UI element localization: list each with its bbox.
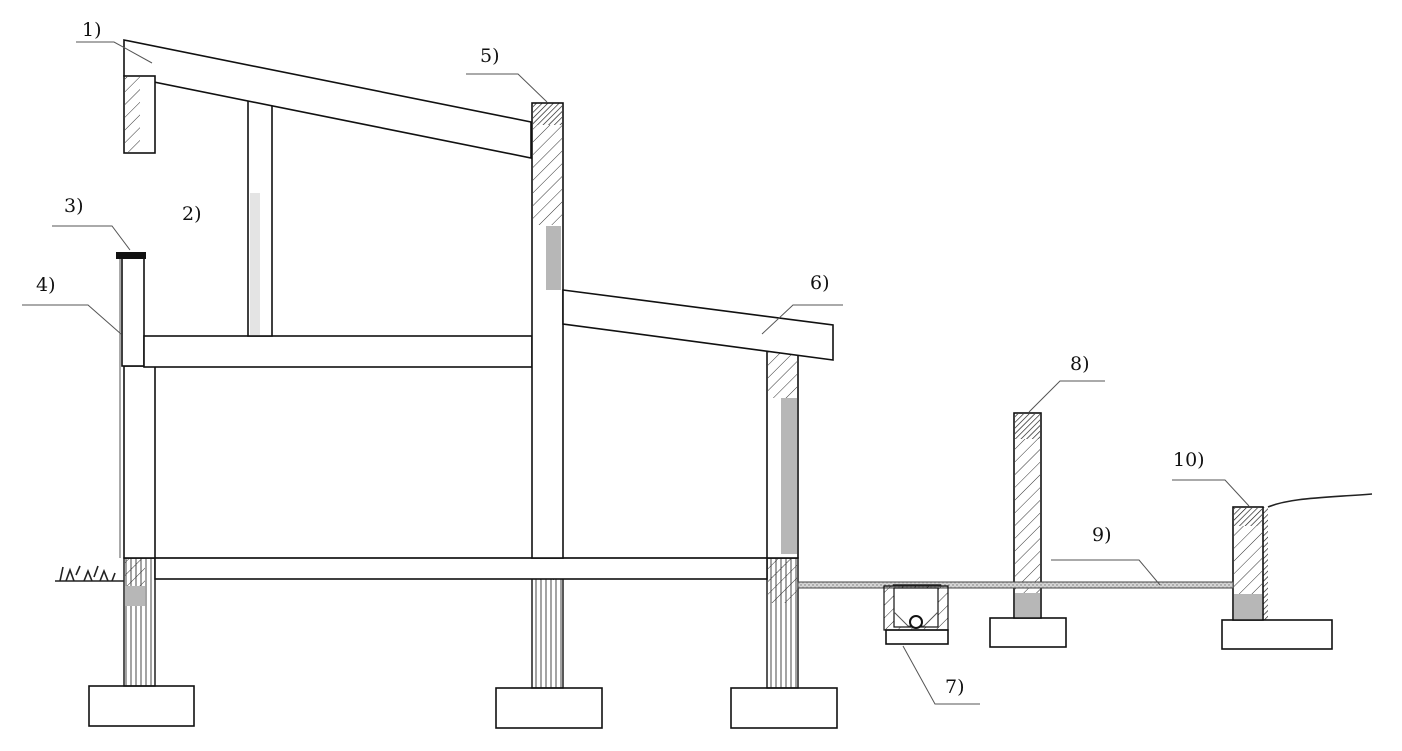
label-10: 10) [1173,449,1205,471]
leader-lines [22,41,1250,705]
main-roof-beam [123,39,532,159]
foundation-gray-left [125,586,145,606]
lower-roof [562,289,834,361]
label-1: 1) [82,19,102,41]
foundation-hatch-left [125,558,145,586]
footings [88,617,1333,729]
label-8: 8) [1070,353,1090,375]
label-3: 3) [64,195,84,217]
leader-3 [52,225,131,251]
retaining-wall-cap [1234,508,1262,526]
leader-6 [761,304,843,335]
leader-8 [1028,380,1105,413]
leader-10 [1172,479,1250,507]
middle-column-gray [546,226,561,290]
middle-column-top-dense [533,103,562,125]
leader-1 [76,41,153,64]
parapet-4 [121,257,145,367]
retaining-wall-gray [1234,594,1262,619]
label-5: 5) [480,45,500,67]
footing-garden-wall [989,617,1067,648]
garden-wall-hatch [1015,439,1040,593]
paving-9 [797,581,1234,589]
label-2: 2) [182,203,202,225]
footing-retaining-wall [1221,619,1333,650]
right-column-hatch [768,350,797,398]
right-column [766,349,799,559]
middle-column [531,102,564,559]
left-exterior-wall [116,252,156,559]
retaining-wall-membrane [1263,507,1268,620]
label-6: 6) [810,272,830,294]
ground-grass [55,565,124,582]
label-7: 7) [945,676,965,698]
ground-floor-slab [154,557,768,580]
foundation-hatch-right [768,558,797,603]
drain-pipe [909,615,923,629]
retaining-wall-hatch [1234,526,1262,594]
garden-wall-gray [1015,593,1040,617]
middle-column-hatch [533,125,562,225]
leader-5 [466,73,548,103]
garden-wall-cap [1015,414,1040,439]
label-4: 4) [36,274,56,296]
parapet-cap-3 [116,252,146,259]
drain-channel [883,584,949,645]
left-wall-column [123,365,156,559]
right-column-gray [781,398,797,554]
roof-eave-hatch [125,77,140,152]
footing-left [88,685,195,727]
leader-7 [902,645,980,705]
leader-9 [1051,559,1161,586]
terrain-line [1267,493,1373,508]
leader-4 [22,304,122,335]
footing-middle [495,687,603,729]
attic-post-gray [250,193,260,335]
first-floor-slab [143,335,533,368]
retaining-wall [1232,493,1373,621]
label-9: 9) [1092,524,1112,546]
footing-right [730,687,838,729]
labels: 1) 2) 3) 4) 5) 6) 7) 8) 9) 10) [36,19,1205,698]
